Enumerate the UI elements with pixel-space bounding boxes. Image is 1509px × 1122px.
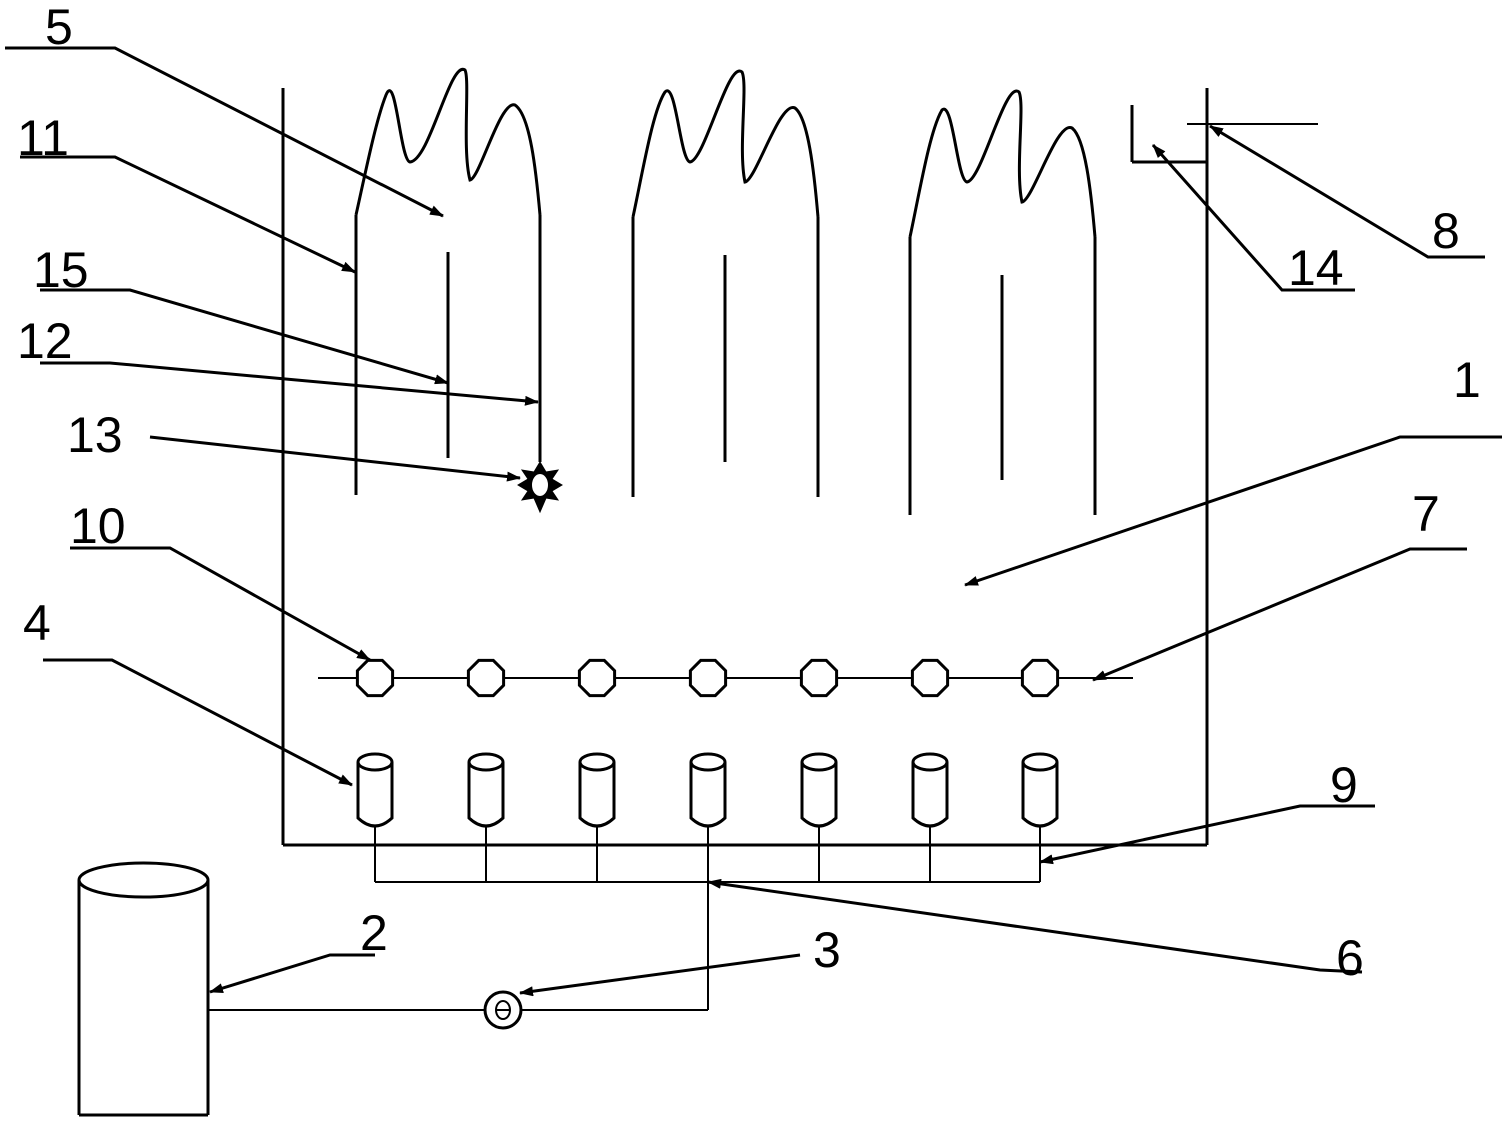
diffuser-3	[577, 658, 617, 698]
branch-pipes	[374, 826, 1041, 882]
nozzle-6	[911, 752, 949, 828]
raw-water-tank-icon	[77, 861, 210, 1117]
diffuser-6	[910, 658, 950, 698]
tank-vessel	[281, 88, 1209, 847]
nozzle-1	[356, 752, 394, 828]
label-15: 15	[33, 242, 89, 298]
pump-icon	[483, 990, 523, 1030]
nozzle-row	[356, 752, 1059, 828]
label-11: 11	[17, 110, 69, 166]
diffuser-2	[466, 658, 506, 698]
diffuser-4	[688, 658, 728, 698]
label-2: 2	[360, 905, 388, 961]
label-10: 10	[70, 498, 126, 554]
label-7: 7	[1412, 486, 1440, 542]
nozzle-3	[578, 752, 616, 828]
diffuser-7	[1020, 658, 1060, 698]
label-9: 9	[1330, 757, 1358, 813]
label-4: 4	[23, 595, 51, 651]
fiber-bundle-1	[354, 68, 542, 495]
nozzle-4	[689, 752, 727, 828]
label-12: 12	[17, 313, 73, 369]
nozzle-7	[1021, 752, 1059, 828]
nozzle-2	[467, 752, 505, 828]
label-6: 6	[1336, 930, 1364, 986]
label-8: 8	[1432, 203, 1460, 259]
label-3: 3	[813, 922, 841, 978]
feed-pipe	[208, 882, 709, 1011]
label-14: 14	[1288, 240, 1344, 296]
diffuser-row	[355, 658, 1060, 698]
diffuser-5	[799, 658, 839, 698]
label-13: 13	[67, 407, 123, 463]
fiber-bundle-2	[631, 69, 820, 497]
light-source-icon	[517, 461, 563, 514]
label-5: 5	[45, 0, 73, 55]
overflow-weir	[1130, 105, 1207, 164]
diffuser-1	[355, 658, 395, 698]
label-1: 1	[1453, 352, 1481, 408]
leader-lines	[5, 46, 1502, 997]
part-labels: 5 11 15 12 13 10 4 8 14 1 7 9 6 3 2	[17, 0, 1481, 986]
fiber-bundle-3	[908, 89, 1097, 515]
nozzle-5	[800, 752, 838, 828]
